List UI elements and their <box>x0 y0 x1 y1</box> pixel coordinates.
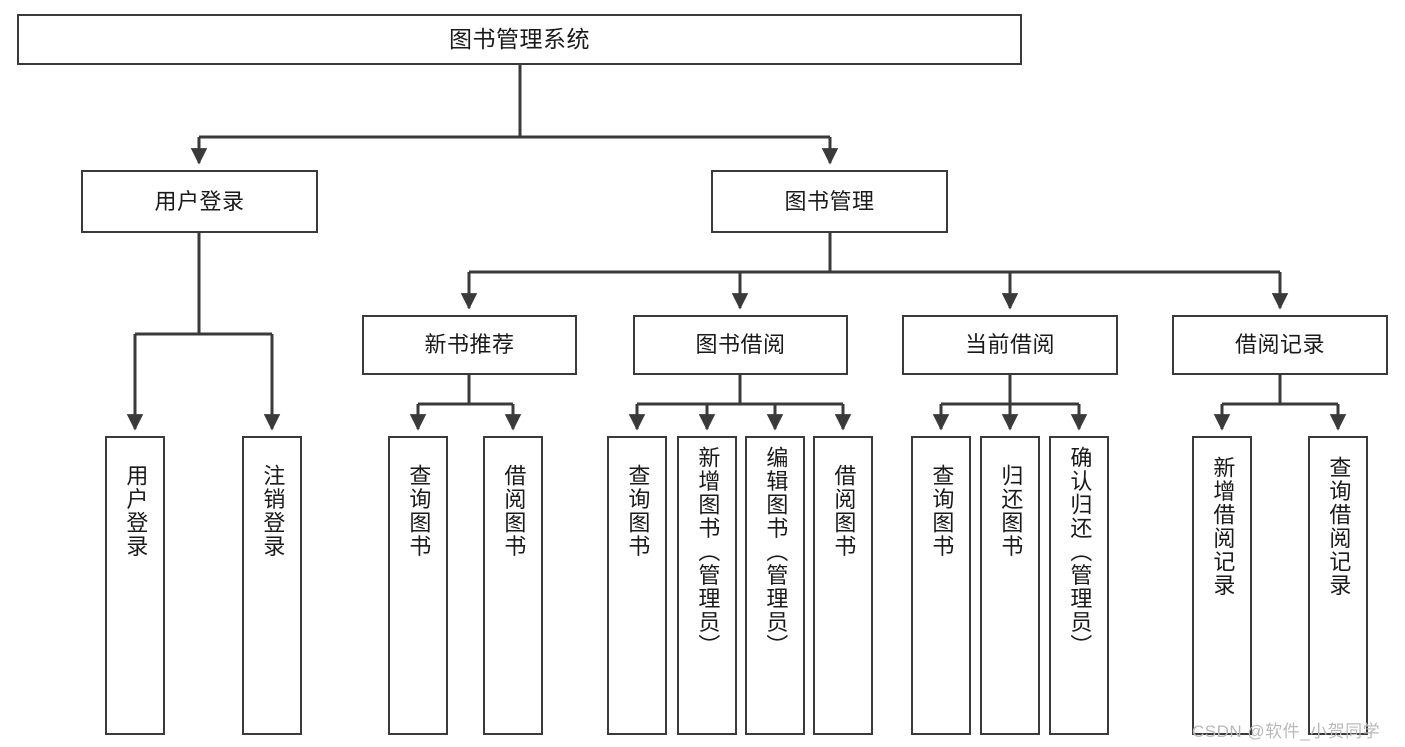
node-root[interactable]: 图书管理系统 <box>17 14 1022 65</box>
node-leaf-add-record[interactable]: 新增借阅记录 <box>1192 436 1252 735</box>
node-leaf-borrow-book-1[interactable]: 借阅图书 <box>483 436 543 735</box>
node-leaf-query-book-1-label: 查询图书 <box>406 464 432 558</box>
node-new-book-rec[interactable]: 新书推荐 <box>362 315 577 375</box>
node-book-manage[interactable]: 图书管理 <box>711 170 948 233</box>
node-leaf-return-book[interactable]: 归还图书 <box>980 436 1040 735</box>
node-book-borrow-label: 图书借阅 <box>695 332 786 358</box>
node-leaf-add-record-label: 新增借阅记录 <box>1210 456 1236 597</box>
node-leaf-logout-login[interactable]: 注销登录 <box>242 436 302 735</box>
node-leaf-edit-book-label: 编辑图书（管理员） <box>763 446 789 658</box>
node-leaf-add-book[interactable]: 新增图书（管理员） <box>677 436 737 735</box>
csdn-watermark: CSDN @软件_小贺同学 <box>1192 722 1381 741</box>
node-leaf-user-login-label: 用户登录 <box>123 464 149 558</box>
node-leaf-query-record[interactable]: 查询借阅记录 <box>1308 436 1368 735</box>
node-current-borrow[interactable]: 当前借阅 <box>902 315 1118 375</box>
node-leaf-confirm-return-label: 确认归还（管理员） <box>1067 446 1093 658</box>
node-leaf-borrow-book-1-label: 借阅图书 <box>501 464 527 558</box>
node-leaf-query-book-3[interactable]: 查询图书 <box>911 436 971 735</box>
node-book-manage-label: 图书管理 <box>784 188 875 214</box>
node-root-label: 图书管理系统 <box>449 25 590 52</box>
node-leaf-borrow-book-2[interactable]: 借阅图书 <box>813 436 873 735</box>
node-leaf-confirm-return[interactable]: 确认归还（管理员） <box>1049 436 1109 735</box>
node-borrow-record-label: 借阅记录 <box>1234 332 1325 358</box>
node-leaf-query-book-1[interactable]: 查询图书 <box>388 436 448 735</box>
node-leaf-query-record-label: 查询借阅记录 <box>1326 456 1352 597</box>
node-leaf-add-book-label: 新增图书（管理员） <box>695 446 721 658</box>
node-leaf-query-book-2[interactable]: 查询图书 <box>607 436 667 735</box>
node-leaf-borrow-book-2-label: 借阅图书 <box>831 464 857 558</box>
node-new-book-rec-label: 新书推荐 <box>424 332 515 358</box>
node-user-login-label: 用户登录 <box>154 188 245 214</box>
node-leaf-query-book-2-label: 查询图书 <box>625 464 651 558</box>
node-leaf-query-book-3-label: 查询图书 <box>929 464 955 558</box>
node-user-login[interactable]: 用户登录 <box>81 170 318 233</box>
node-leaf-return-book-label: 归还图书 <box>998 464 1024 558</box>
node-current-borrow-label: 当前借阅 <box>964 332 1055 358</box>
node-borrow-record[interactable]: 借阅记录 <box>1172 315 1388 375</box>
node-book-borrow[interactable]: 图书借阅 <box>633 315 848 375</box>
node-leaf-user-login[interactable]: 用户登录 <box>105 436 165 735</box>
node-leaf-edit-book[interactable]: 编辑图书（管理员） <box>745 436 805 735</box>
node-leaf-logout-login-label: 注销登录 <box>260 464 286 558</box>
